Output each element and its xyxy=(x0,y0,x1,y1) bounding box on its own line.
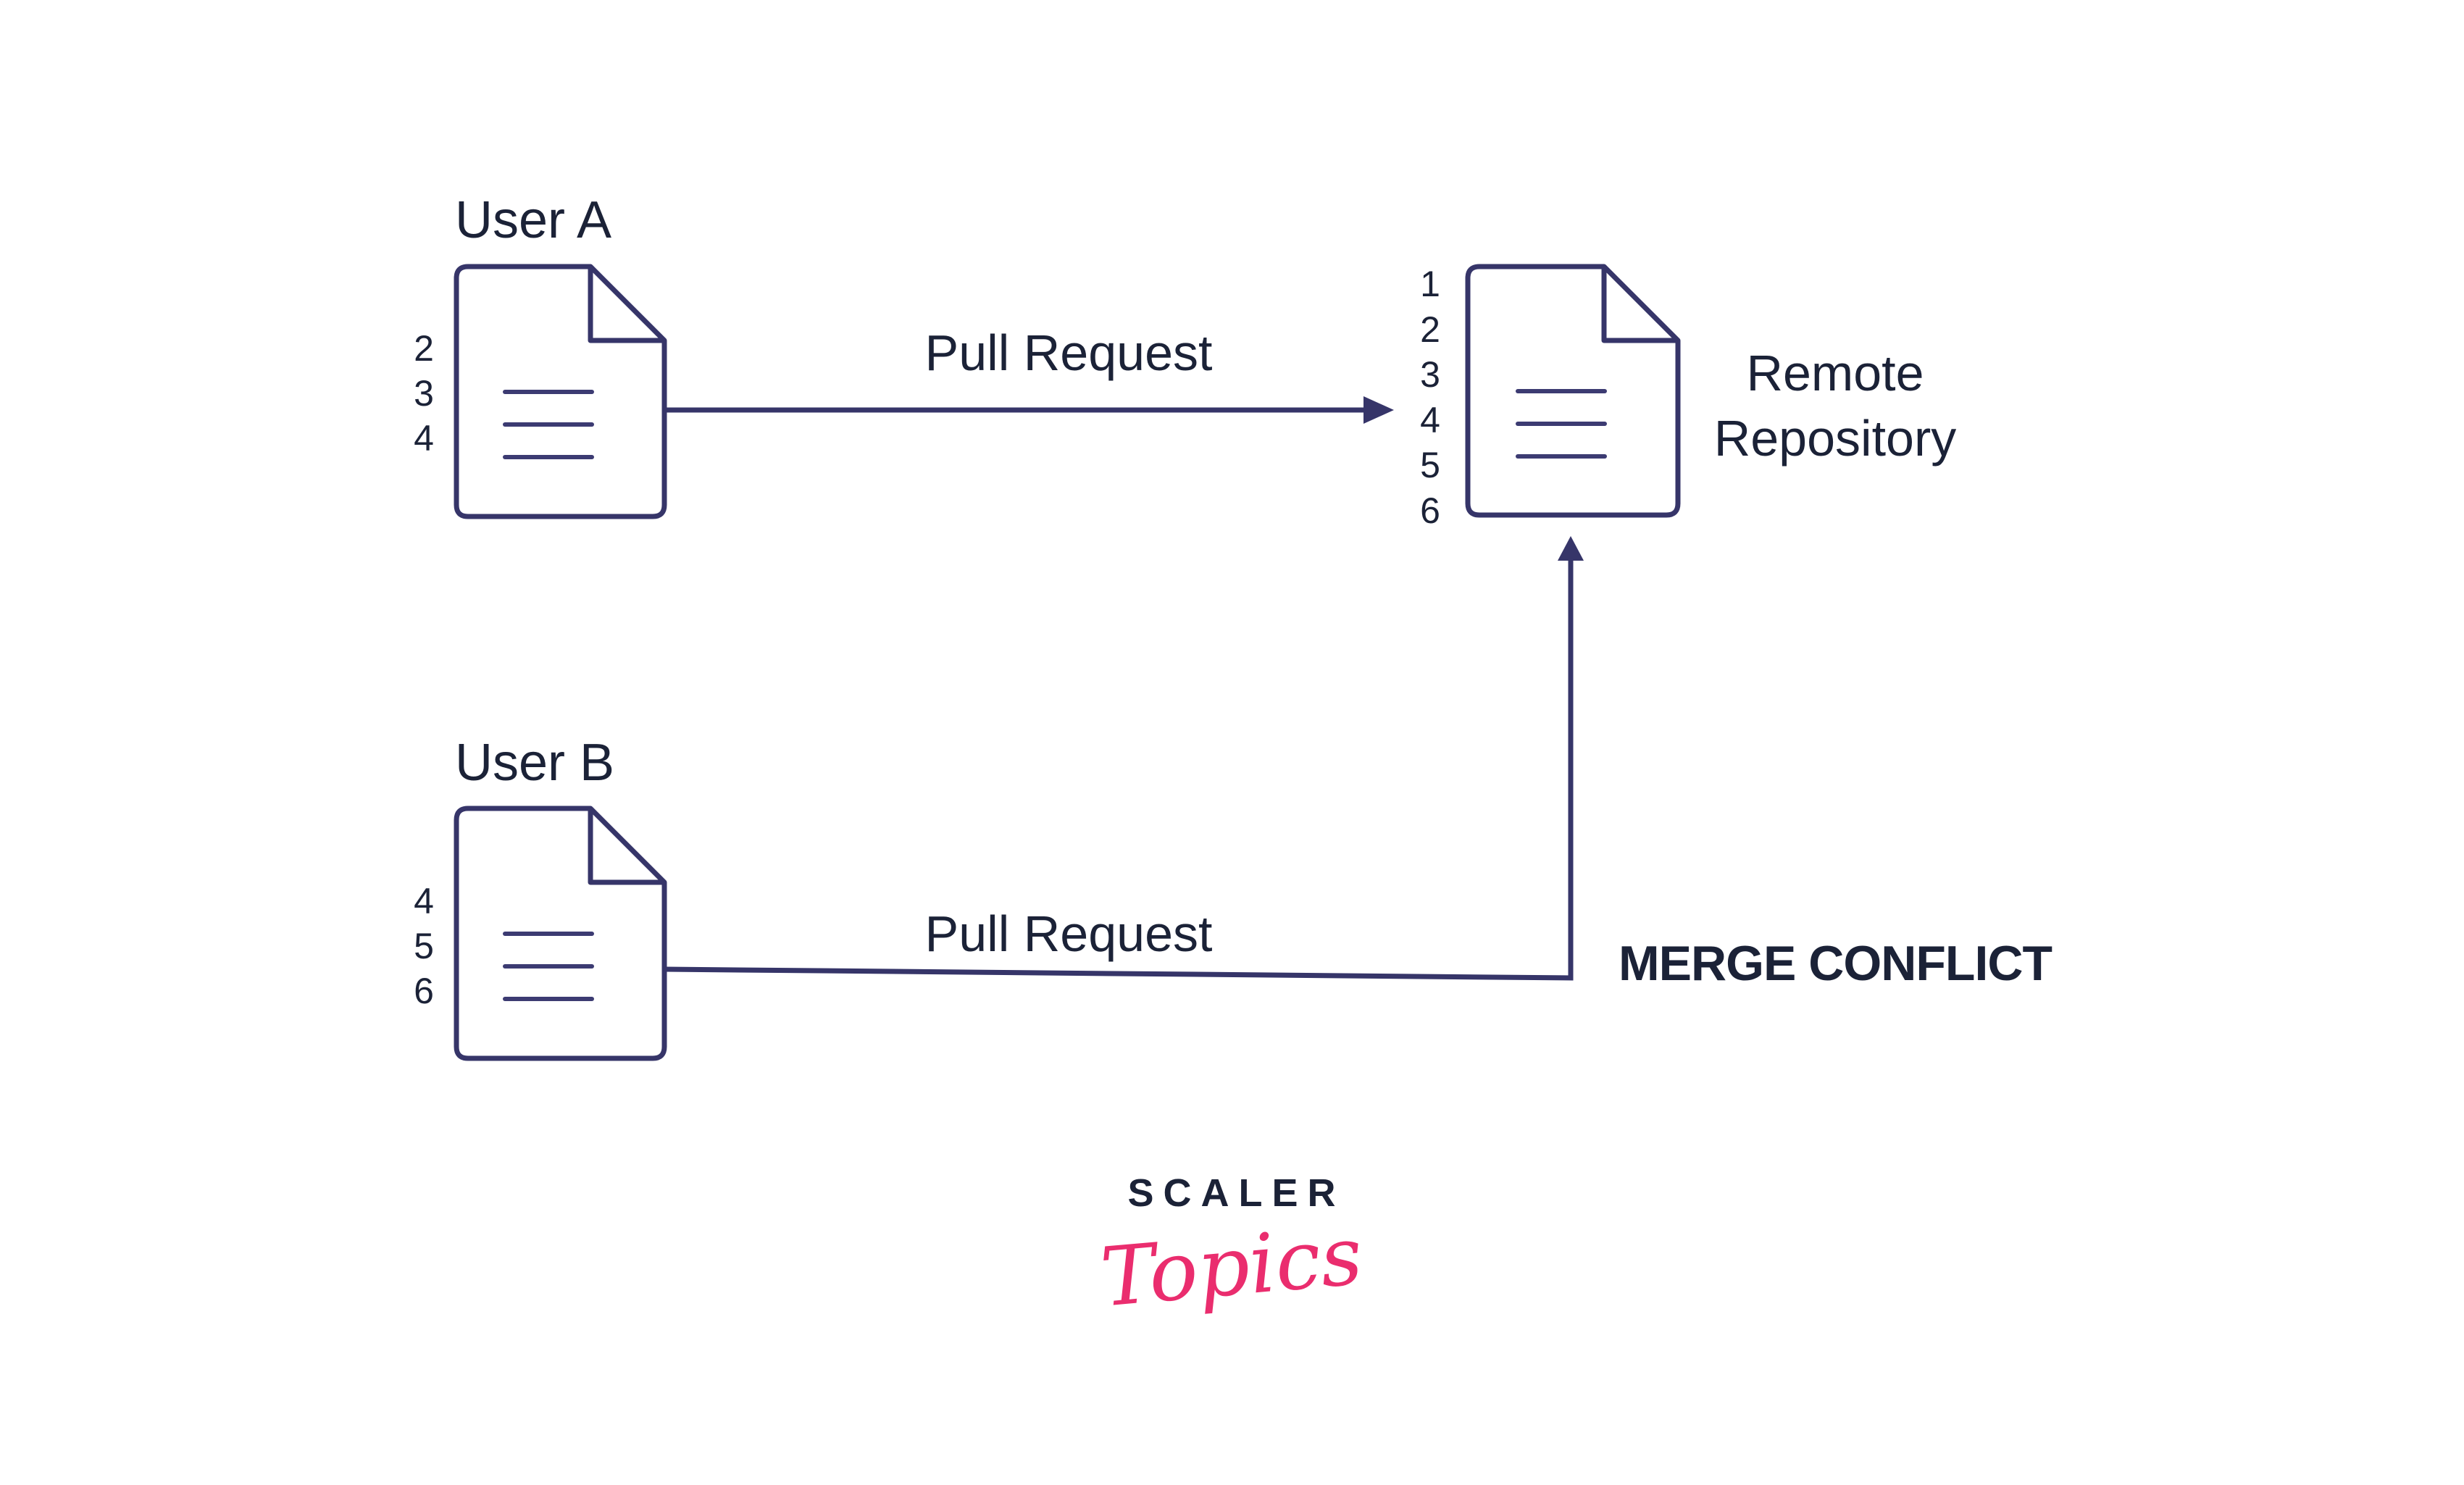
line-number: 3 xyxy=(1420,354,1440,396)
line-number: 6 xyxy=(1420,490,1440,531)
line-number: 5 xyxy=(414,926,434,966)
line-number: 6 xyxy=(414,971,434,1011)
user-a-line-numbers: 2 3 4 xyxy=(406,326,441,461)
line-number: 5 xyxy=(1420,445,1440,486)
line-number: 2 xyxy=(1420,309,1440,350)
user-b-line-numbers: 4 5 6 xyxy=(406,879,441,1013)
pull-request-arrow-top-icon xyxy=(664,396,1394,424)
line-number: 1 xyxy=(1420,264,1440,304)
scaler-wordmark: SCALER xyxy=(1127,1171,1345,1215)
pull-request-bottom-label: Pull Request xyxy=(924,905,1213,962)
pull-request-top-label: Pull Request xyxy=(924,325,1213,381)
user-a-label: User A xyxy=(455,191,612,249)
line-number: 4 xyxy=(414,881,434,921)
user-a-document-icon xyxy=(454,264,667,519)
scaler-topics-logo: SCALER Topics xyxy=(1051,1171,1413,1325)
user-b-label: User B xyxy=(455,734,615,792)
remote-repository-label: Remote Repository xyxy=(1713,345,1957,467)
merge-conflict-arrow-icon xyxy=(664,536,1584,981)
remote-line-numbers: 1 2 3 4 5 6 xyxy=(1413,262,1448,534)
remote-repository-document-icon xyxy=(1465,264,1681,518)
line-number: 4 xyxy=(414,418,434,459)
line-number: 3 xyxy=(414,373,434,414)
merge-conflict-label: MERGE CONFLICT xyxy=(1619,936,2052,991)
line-number: 2 xyxy=(414,328,434,369)
topics-wordmark: Topics xyxy=(1097,1208,1366,1326)
line-number: 4 xyxy=(1420,399,1440,440)
user-b-document-icon xyxy=(454,806,667,1061)
